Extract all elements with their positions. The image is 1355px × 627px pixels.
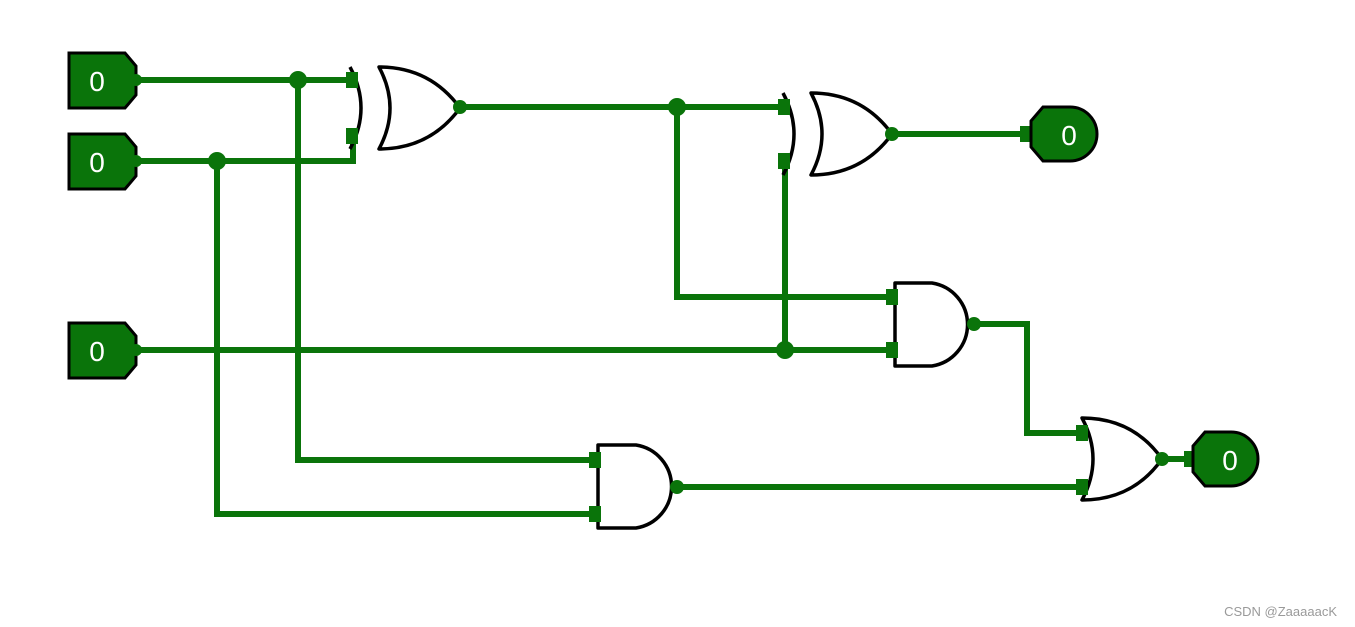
- pin: [778, 99, 790, 115]
- pin: [346, 128, 358, 144]
- output-carry: 0: [1184, 430, 1260, 488]
- junction-xor1-out: [668, 98, 686, 116]
- pin: [886, 342, 898, 358]
- wire-a-to-and2: [295, 77, 598, 463]
- pin: [346, 72, 358, 88]
- pin: [589, 506, 601, 522]
- input-a[interactable]: 0: [67, 51, 142, 110]
- wire-xor1-to-and1: [674, 104, 894, 300]
- junctions: [208, 71, 794, 359]
- output-dot: [885, 127, 899, 141]
- pin: [886, 289, 898, 305]
- wire-b-to-and2: [214, 158, 598, 517]
- input-c-value: 0: [89, 336, 105, 367]
- input-a-value: 0: [89, 66, 105, 97]
- and-gate-2[interactable]: [589, 443, 684, 530]
- wire-b-to-xor1: [133, 133, 356, 164]
- output-dot: [453, 100, 467, 114]
- output-sum-value: 0: [1061, 120, 1077, 151]
- input-b-value: 0: [89, 147, 105, 178]
- output-dot: [1155, 452, 1169, 466]
- junction-b: [208, 152, 226, 170]
- output-carry-value: 0: [1222, 445, 1238, 476]
- or-gate-1[interactable]: [1076, 416, 1169, 502]
- output-dot: [967, 317, 981, 331]
- junction-a: [289, 71, 307, 89]
- wire-and1-to-or: [971, 321, 1085, 436]
- junction-c: [776, 341, 794, 359]
- pin: [778, 153, 790, 169]
- input-c[interactable]: 0: [67, 321, 142, 380]
- pin: [589, 452, 601, 468]
- pin: [1076, 425, 1088, 441]
- and-gate-1[interactable]: [886, 281, 981, 368]
- pin: [1076, 479, 1088, 495]
- xor-gate-1[interactable]: [346, 65, 467, 151]
- output-dot: [670, 480, 684, 494]
- input-b[interactable]: 0: [67, 132, 142, 191]
- output-sum: 0: [1020, 105, 1099, 163]
- watermark: CSDN @ZaaaaacK: [1224, 604, 1337, 619]
- xor-gate-2[interactable]: [778, 91, 899, 177]
